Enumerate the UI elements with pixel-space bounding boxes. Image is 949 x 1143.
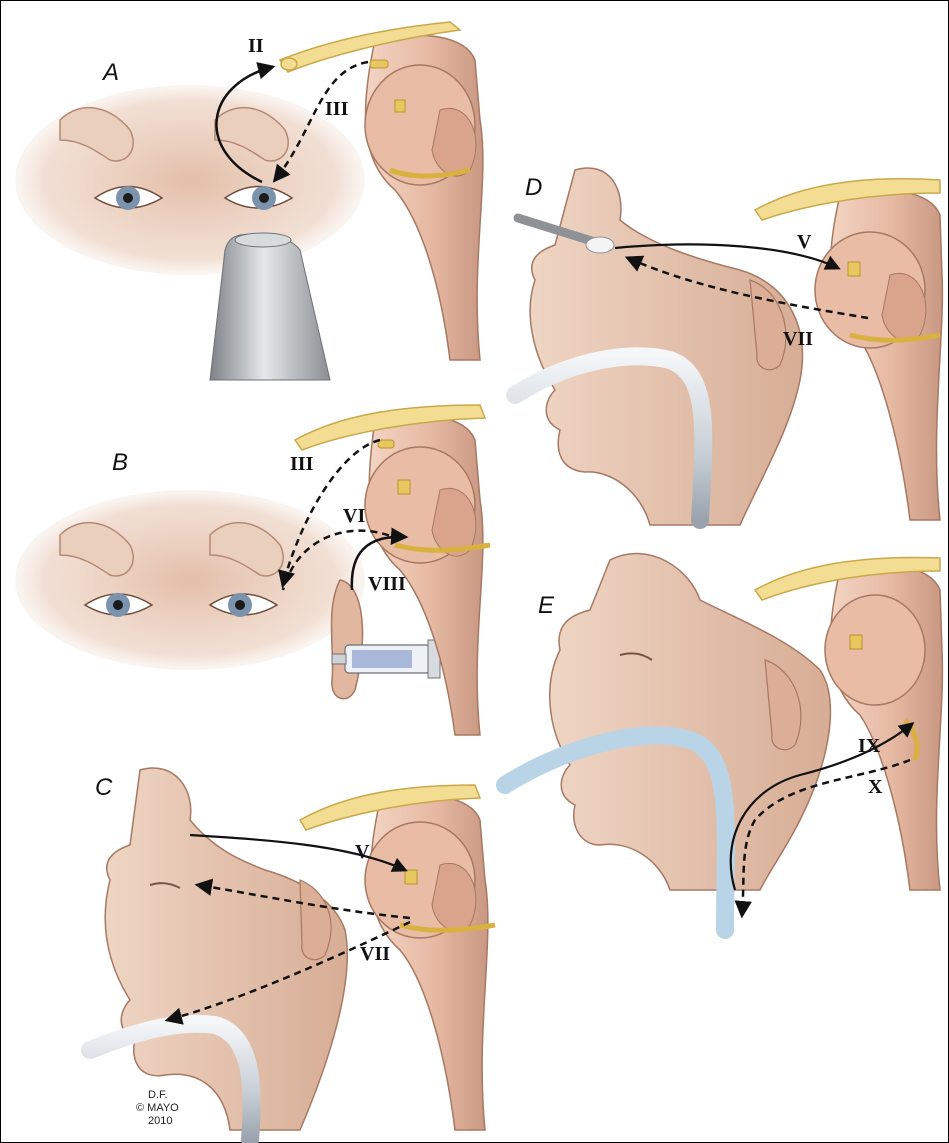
- panel-e-letter: E: [538, 592, 555, 619]
- panel-d-label-efferent: VII: [783, 328, 813, 350]
- panel-c-letter: C: [95, 774, 113, 801]
- panel-a-label-afferent: II: [248, 35, 264, 57]
- panel-b-label-n8: VIII: [368, 573, 406, 595]
- credit-line-1: D.F.: [148, 1089, 168, 1101]
- panel-b: B: [15, 405, 490, 735]
- credit-line-2: © MAYO: [136, 1102, 179, 1114]
- panel-a-letter: A: [101, 59, 119, 86]
- panel-b-label-n3: III: [290, 453, 314, 475]
- panel-e: E IX X: [505, 554, 942, 930]
- syringe-icon: [332, 640, 440, 678]
- panel-c: C V VII D.F. © MAYO 2010: [90, 768, 495, 1140]
- credit-line-3: 2010: [148, 1115, 172, 1127]
- panel-b-face-area: [15, 490, 365, 670]
- panel-d-label-afferent: V: [797, 231, 812, 253]
- panel-e-label-afferent: IX: [858, 735, 881, 757]
- panel-d-letter: D: [525, 174, 542, 201]
- panel-a-label-efferent: III: [325, 98, 349, 120]
- panel-c-label-efferent: VII: [360, 943, 390, 965]
- panel-b-letter: B: [112, 449, 128, 476]
- panel-b-ear: [331, 580, 362, 699]
- panel-c-ear: [300, 880, 331, 960]
- panel-e-label-efferent: X: [868, 776, 883, 798]
- panel-b-label-n6: VI: [343, 505, 365, 527]
- panel-c-label-afferent: V: [355, 841, 370, 863]
- panel-d: D V VII: [515, 168, 942, 525]
- penlight-icon: [210, 234, 330, 380]
- panel-a: A II III: [15, 22, 483, 380]
